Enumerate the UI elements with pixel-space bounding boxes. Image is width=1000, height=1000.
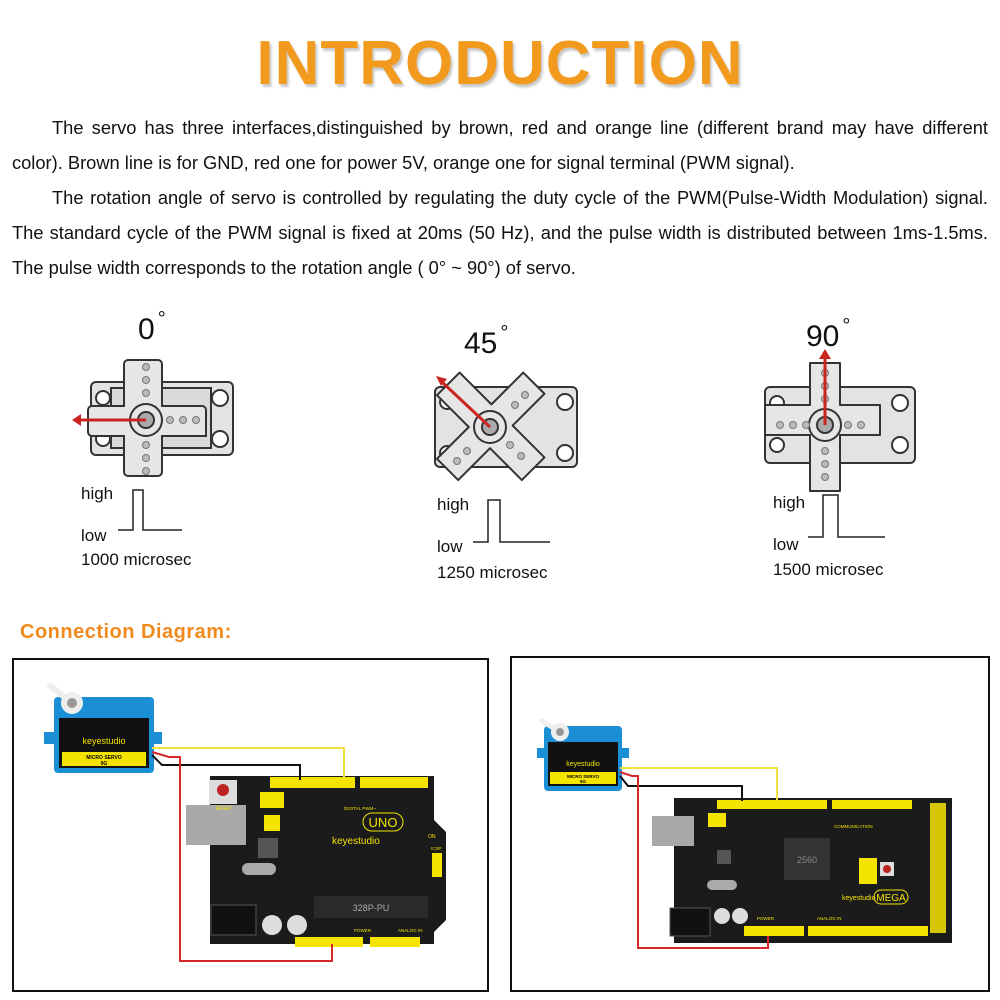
red-arrow-icon: [819, 349, 831, 425]
degree-symbol: °: [842, 315, 851, 337]
page-title: INTRODUCTION: [256, 29, 744, 98]
servo-brand-label: keyestudio: [566, 761, 600, 768]
servo-size-label: 9G: [580, 779, 587, 784]
red-arrow-icon: [72, 414, 146, 426]
communication-label: COMMUNICATION: [834, 824, 873, 829]
angle-label-0: 0°: [138, 308, 166, 347]
uno-board: RESET DIGITAL PWM~ keyestudio UNO ON ICS…: [186, 776, 446, 947]
jumper-wires: [619, 767, 778, 949]
analog-pins-label: ANALOG IN: [398, 928, 423, 933]
mega-board: 2560 COMMUNICATION keyestudio MEGA POWER…: [652, 798, 952, 943]
mega-wiring-diagram: keyestudio MICRO SERVO 9G 2560 COMMUNICA…: [510, 656, 990, 992]
board-brand-label: keyestudio: [842, 895, 876, 902]
intro-paragraph: The servo has three interfaces,distingui…: [12, 117, 988, 173]
reset-label: RESET: [216, 806, 233, 812]
pulse-width-label: 1250 microsec: [437, 563, 548, 582]
power-pins-label: POWER: [757, 916, 775, 921]
high-label: high: [81, 484, 114, 503]
angle-value: 0: [138, 313, 155, 346]
pulse-waveform-1500: [808, 494, 885, 538]
servo-45-degree-illustration: [434, 371, 578, 482]
analog-pins-label: ANALOG IN: [817, 916, 842, 921]
red-arrow-icon: [436, 376, 492, 429]
low-label: low: [437, 537, 463, 556]
on-led-label: ON: [428, 834, 436, 840]
low-label: low: [773, 535, 799, 554]
servo-size-label: 9G: [101, 761, 108, 767]
servo-0-degree-illustration: [72, 359, 234, 477]
servo-90-degree-illustration: [764, 349, 916, 492]
icsp-label: ICSP: [431, 846, 442, 851]
intro-paragraph: The rotation angle of servo is controlle…: [12, 187, 988, 278]
board-model-label: MEGA: [876, 893, 906, 904]
uno-wiring-illustration: keyestudio MICRO SERVO 9G RESET DIGITAL …: [44, 683, 446, 962]
power-pins-label: POWER: [354, 928, 372, 933]
chip-label: 328P-PU: [353, 903, 390, 913]
servo-model-label: MICRO SERVO: [567, 774, 599, 779]
digital-pins-label: DIGITAL PWM~: [344, 806, 376, 811]
mega-wiring-illustration: keyestudio MICRO SERVO 9G 2560 COMMUNICA…: [537, 718, 952, 949]
pulse-width-label: 1500 microsec: [773, 560, 884, 579]
angle-value: 90: [806, 320, 840, 353]
micro-servo: keyestudio MICRO SERVO 9G: [44, 683, 162, 773]
pulse-width-label: 1000 microsec: [81, 550, 192, 569]
connection-diagram-heading: Connection Diagram:: [20, 621, 232, 643]
intro-text: The servo has three interfaces,distingui…: [12, 110, 988, 285]
board-brand-label: keyestudio: [332, 836, 380, 847]
servo-brand-label: keyestudio: [82, 736, 125, 746]
degree-symbol: °: [500, 322, 509, 344]
jumper-wires: [151, 747, 345, 962]
high-label: high: [437, 495, 470, 514]
degree-symbol: °: [157, 308, 166, 330]
board-model-label: UNO: [369, 815, 398, 830]
angle-label-45: 45°: [464, 322, 508, 361]
angle-value: 45: [464, 327, 498, 360]
chip-label: 2560: [797, 855, 817, 865]
pulse-waveform-1250: [473, 499, 550, 543]
low-label: low: [81, 526, 107, 545]
high-label: high: [773, 493, 806, 512]
uno-wiring-diagram: keyestudio MICRO SERVO 9G RESET DIGITAL …: [12, 658, 489, 992]
angle-label-90: 90°: [806, 315, 850, 354]
pulse-waveform-1000: [118, 489, 182, 531]
servo-model-label: MICRO SERVO: [86, 755, 122, 761]
micro-servo: keyestudio MICRO SERVO 9G: [537, 718, 629, 791]
